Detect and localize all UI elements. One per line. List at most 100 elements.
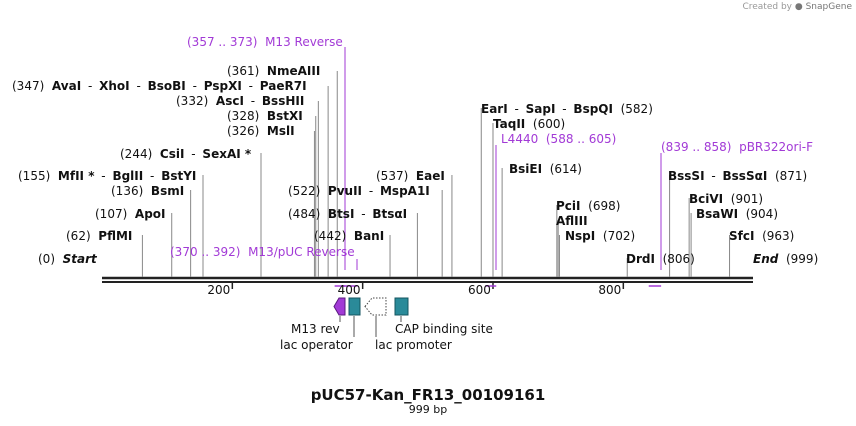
primer-range: (370 .. 392)	[170, 245, 241, 259]
enzyme-name: BsaWI	[696, 207, 739, 221]
lac-operator-feature-box	[348, 297, 361, 316]
site-position: (136)	[111, 184, 144, 198]
site-label-afliii: AflIII	[556, 214, 588, 228]
site-position: (107)	[95, 207, 128, 221]
feature-label-lac-promoter: lac promoter	[375, 338, 452, 352]
site-position: (582)	[620, 102, 653, 116]
site-label-nspi: NspI (702)	[565, 229, 635, 243]
site-label-asci: (332) AscI - BssHII	[176, 94, 305, 108]
enzyme-name: End	[753, 252, 779, 266]
ruler-tick-label: 200	[207, 283, 231, 297]
ruler-tick-label: 800	[598, 283, 622, 297]
enzyme-name: BglII	[112, 169, 144, 183]
primer-name: M13 Reverse	[265, 35, 343, 49]
site-position: (999)	[785, 252, 819, 266]
primer-name: pBR322ori-F	[739, 140, 814, 154]
ruler-tick-label: 600	[467, 283, 491, 297]
site-position: (806)	[662, 252, 695, 266]
site-position: (484)	[288, 207, 321, 221]
primer-name: M13/pUC Reverse	[248, 245, 355, 259]
site-position: (522)	[288, 184, 321, 198]
enzyme-name: PvuII	[327, 184, 363, 198]
enzyme-name: PflMI	[98, 229, 133, 243]
site-position: (0)	[38, 252, 55, 266]
enzyme-name: BspQI	[573, 102, 613, 116]
enzyme-name: BtsαI	[372, 207, 408, 221]
site-label-start: (0) Start	[38, 252, 97, 266]
site-label-end: End (999)	[753, 252, 818, 266]
enzyme-name: AflIII	[556, 214, 588, 228]
enzyme-name: BssSαI	[722, 169, 768, 183]
enzyme-name: SfcI	[729, 229, 755, 243]
site-label-csii: (244) CsiI - SexAI *	[120, 147, 252, 161]
site-label-msli: (326) MslI	[227, 124, 295, 138]
enzyme-name: BanI	[353, 229, 385, 243]
enzyme-name: EarI	[481, 102, 508, 116]
site-label-bsiei: BsiEI (614)	[509, 162, 582, 176]
site-label-taqii: TaqII (600)	[493, 117, 565, 131]
site-label-eari: EarI - SapI - BspQI (582)	[481, 102, 653, 116]
plasmid-length: 999 bp	[408, 403, 448, 416]
primer-range: (357 .. 373)	[187, 35, 258, 49]
site-label-bcivi: BciVI (901)	[689, 192, 763, 206]
site-position: (537)	[376, 169, 409, 183]
site-position: (442)	[314, 229, 347, 243]
plasmid-title: pUC57-Kan_FR13_00109161	[310, 386, 546, 404]
site-label-mfii-: (155) MfII * - BglII - BstYI	[18, 169, 197, 183]
site-position: (332)	[176, 94, 209, 108]
enzyme-name: BsoBI	[147, 79, 186, 93]
enzyme-name: ApoI	[134, 207, 166, 221]
brand-credit: Created by ● SnapGene	[742, 2, 852, 12]
site-label-bstxi: (328) BstXI	[227, 109, 303, 123]
primer-label: (370 .. 392) M13/pUC Reverse	[170, 245, 355, 259]
m13-rev-feature-arrow	[333, 297, 346, 316]
enzyme-name: NmeAIII	[266, 64, 321, 78]
primer-name: L4440	[501, 132, 539, 146]
site-label-apoi: (107) ApoI	[95, 207, 166, 221]
ruler-tick-label: 400	[337, 283, 361, 297]
enzyme-name: MslI	[266, 124, 295, 138]
site-position: (155)	[18, 169, 51, 183]
brand-prefix: Created by	[742, 2, 792, 12]
enzyme-name: MfII *	[57, 169, 95, 183]
site-position: (702)	[602, 229, 636, 243]
site-position: (600)	[532, 117, 566, 131]
enzyme-name: BssHII	[261, 94, 305, 108]
enzyme-name: XhoI	[99, 79, 130, 93]
enzyme-name: BsmI	[150, 184, 185, 198]
enzyme-name: DrdI	[626, 252, 655, 266]
site-position: (326)	[227, 124, 260, 138]
site-position: (963)	[762, 229, 795, 243]
primer-label: (839 .. 858) pBR322ori-F	[661, 140, 813, 154]
snapgene-logo: ● SnapGene	[794, 2, 852, 12]
site-label-bsmi: (136) BsmI	[111, 184, 184, 198]
site-position: (901)	[730, 192, 764, 206]
site-position: (361)	[227, 64, 260, 78]
lac-promoter-feature-arrow	[364, 297, 387, 316]
site-label-bsawi: BsaWI (904)	[696, 207, 778, 221]
primer-range: (588 .. 605)	[545, 132, 617, 146]
enzyme-name: AscI	[215, 94, 244, 108]
site-label-pflmi: (62) PflMI	[66, 229, 132, 243]
enzyme-name: BssSI	[668, 169, 705, 183]
enzyme-name: AvaI	[51, 79, 82, 93]
site-label-bsssi: BssSI - BssSαI (871)	[668, 169, 808, 183]
site-position: (698)	[588, 199, 621, 213]
enzyme-name: NspI	[565, 229, 596, 243]
enzyme-name: BtsI	[327, 207, 355, 221]
enzyme-name: MspA1I	[379, 184, 430, 198]
enzyme-name: PaeR7I	[259, 79, 307, 93]
brand-name: SnapGene	[805, 2, 852, 12]
site-label-pvuii: (522) PvuII - MspA1I	[288, 184, 430, 198]
enzyme-name: BciVI	[689, 192, 724, 206]
site-label-drdi: DrdI (806)	[626, 252, 695, 266]
site-label-eaei: (537) EaeI	[376, 169, 445, 183]
site-label-pcii: PciI (698)	[556, 199, 620, 213]
site-position: (62)	[66, 229, 91, 243]
feature-label-cap-binding-site: CAP binding site	[395, 322, 493, 336]
site-label-sfci: SfcI (963)	[729, 229, 794, 243]
primer-label: L4440 (588 .. 605)	[501, 132, 616, 146]
cap-binding-site-feature-box	[394, 297, 409, 316]
